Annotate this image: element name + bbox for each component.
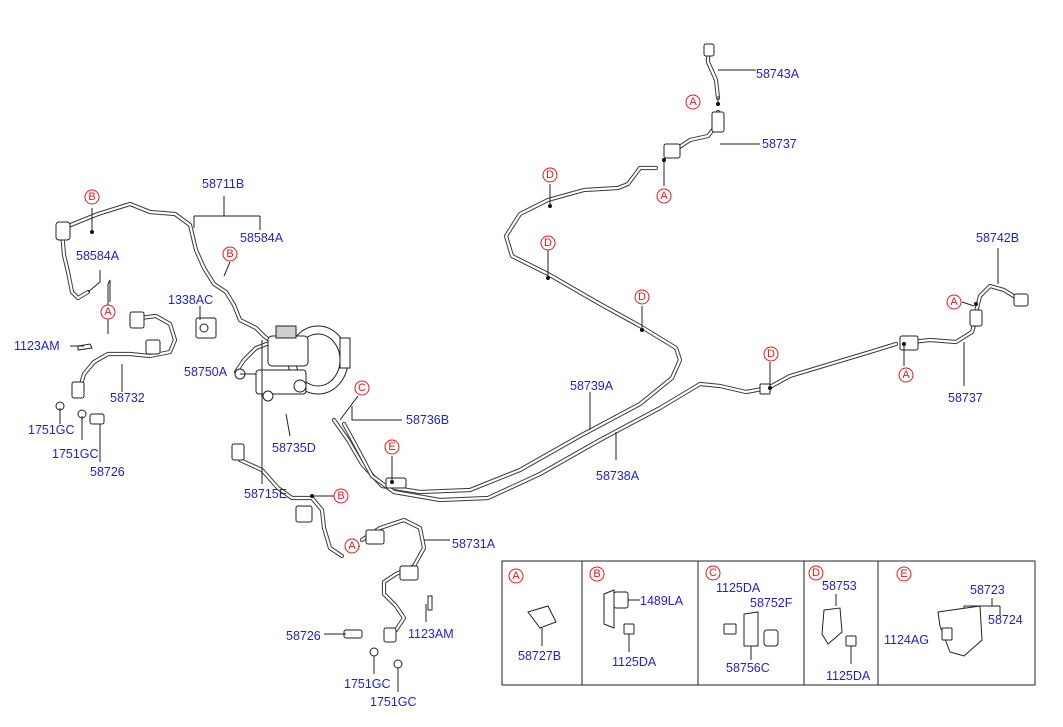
legend-part-58756c: 58756C [726,661,770,675]
pipe-58742b [973,283,1023,315]
svg-text:D: D [767,348,775,360]
svg-text:D: D [638,291,646,303]
ref-marker: D [540,235,556,251]
detail-legend-table: A 58727B B 1489LA 1125DA C 1125DA 58752F [501,560,1036,686]
callout-58737-right: 58737 [948,391,983,405]
callout-58731a: 58731A [452,537,496,551]
reference-dots [90,102,978,498]
callout-58742b: 58742B [976,231,1019,245]
svg-text:B: B [88,191,95,203]
svg-text:A: A [104,306,112,318]
ref-marker: D [634,289,650,305]
ref-marker: D [763,346,779,362]
fittings-left [55,221,246,425]
brake-pipes [59,45,1023,641]
callout-1751gc-a: 1751GC [28,423,75,437]
legend-letter-c: C [709,567,717,579]
legend-letter-d: D [812,567,820,579]
hose-58737-right [909,315,979,345]
ref-marker: A [946,294,962,310]
callout-58732: 58732 [110,391,145,405]
components [55,43,1029,669]
ref-marker: A [100,304,116,320]
legend-part-1125da-b: 1125DA [612,655,657,669]
ref-marker: B [222,246,238,262]
legend-part-1489la: 1489LA [640,594,684,608]
master-cylinder-booster [255,325,351,402]
legend-letter-b: B [593,568,600,580]
ref-marker: A [898,367,914,383]
legend-letter-a: A [512,570,520,582]
legend-part-58727b: 58727B [518,649,561,663]
ref-marker: C [354,380,370,396]
callout-1751gc-b: 1751GC [52,447,99,461]
ref-marker: A [656,188,672,204]
svg-text:E: E [388,441,395,453]
callout-58738a: 58738A [596,469,640,483]
legend-part-58723: 58723 [970,583,1005,597]
legend-part-58753: 58753 [822,579,857,593]
callout-58737-top: 58737 [762,137,797,151]
ref-marker: A [685,94,701,110]
svg-text:A: A [902,369,910,381]
legend-cell-d: D 58753 1125DA [808,565,871,683]
legend-part-1125da-d: 1125DA [826,669,871,683]
callout-58735d: 58735D [272,441,316,455]
callout-58711b: 58711B [202,177,244,191]
part-callouts: 58711B 58584A 58584A 1338AC 1123AM 58750… [14,67,1019,709]
callout-58726-b: 58726 [286,629,321,643]
legend-part-1124ag: 1124AG [884,633,929,647]
reference-markers: B B A C E B A D D D A A A D A [84,94,962,554]
ref-marker: B [333,488,349,504]
callout-58750a: 58750A [184,365,228,379]
svg-text:B: B [226,248,233,260]
callout-58736b: 58736B [406,413,449,427]
callout-58726-a: 58726 [90,465,125,479]
callout-58584a-a: 58584A [240,231,284,245]
ref-marker: A [344,538,360,554]
svg-text:A: A [689,96,697,108]
svg-text:A: A [950,296,958,308]
fittings-lower [231,443,433,669]
legend-cell-a: A 58727B [508,568,561,663]
svg-text:C: C [358,382,366,394]
svg-text:A: A [660,190,668,202]
callout-1338ac: 1338AC [168,293,213,307]
fittings-right [663,43,1029,395]
callout-58715e: 58715E [244,487,287,501]
hose-58732 [77,313,178,391]
svg-text:D: D [544,237,552,249]
callout-1751gc-d: 1751GC [370,695,417,709]
callout-1123am-b: 1123AM [408,627,454,641]
callout-58584a-b: 58584A [76,249,120,263]
ref-marker: E [384,439,400,455]
callout-1751gc-c: 1751GC [344,677,391,691]
legend-cell-e: E 58723 58724 1124AG [884,566,1023,657]
callout-58739a: 58739A [570,379,614,393]
ref-marker: D [542,167,558,183]
pipe-58715e [233,445,345,559]
legend-part-58752f: 58752F [750,596,793,610]
legend-cell-b: B 1489LA 1125DA [589,566,684,669]
legend-part-1125da-c: 1125DA [716,581,761,595]
svg-text:A: A [348,540,356,552]
legend-part-58724: 58724 [988,613,1023,627]
legend-cell-c: C 1125DA 58752F 58756C [705,565,793,675]
svg-text:D: D [546,169,554,181]
ref-marker: B [84,189,100,205]
svg-text:B: B [337,490,344,502]
callout-58743a: 58743A [756,67,800,81]
legend-letter-e: E [900,568,907,580]
callout-1123am-a: 1123AM [14,339,60,353]
pipe-58750a [233,339,275,375]
